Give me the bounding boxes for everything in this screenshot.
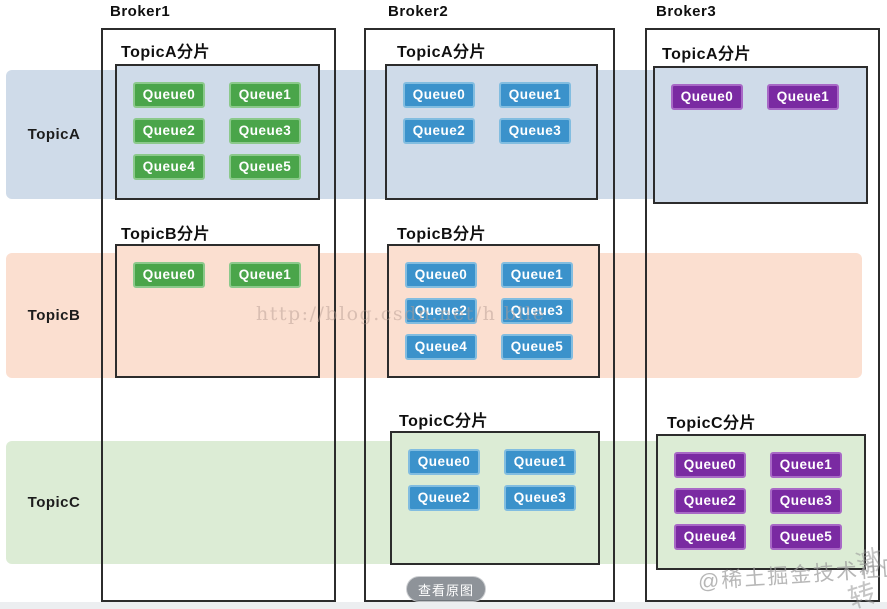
queue-chip: Queue3 (770, 488, 842, 514)
topic-c-band-label: TopicC (27, 494, 81, 511)
queue-chip: Queue5 (501, 334, 573, 360)
queue-chip: Queue1 (504, 449, 576, 475)
view-original-button[interactable]: 查看原图 (406, 576, 486, 602)
csdn-url-watermark: http://blog.csdn.net/h blle (256, 303, 546, 325)
queue-chip: Queue5 (229, 154, 301, 180)
broker1-box (101, 28, 336, 602)
broker2-topic-c-shard-title: TopicC分片 (399, 413, 489, 430)
queue-chip: Queue2 (133, 118, 205, 144)
queue-chip: Queue3 (499, 118, 571, 144)
broker2-topic-b-shard-title: TopicB分片 (397, 226, 487, 243)
queue-chip: Queue2 (674, 488, 746, 514)
broker1-topic-b-shard-box: Queue0 Queue1 (115, 244, 320, 378)
topic-a-band-label: TopicA (27, 126, 81, 143)
queue-chip: Queue2 (408, 485, 480, 511)
queue-chip: Queue0 (403, 82, 475, 108)
broker2-title: Broker2 (388, 3, 449, 20)
queue-chip: Queue4 (674, 524, 746, 550)
broker1-topic-b-shard-title: TopicB分片 (121, 226, 211, 243)
queue-chip: Queue0 (671, 84, 743, 110)
queue-chip: Queue4 (405, 334, 477, 360)
queue-chip: Queue0 (408, 449, 480, 475)
broker1-title: Broker1 (110, 3, 171, 20)
queue-chip: Queue5 (770, 524, 842, 550)
queue-chip: Queue1 (229, 82, 301, 108)
queue-chip: Queue2 (403, 118, 475, 144)
queue-chip: Queue1 (770, 452, 842, 478)
broker3-title: Broker3 (656, 3, 717, 20)
queue-chip: Queue0 (405, 262, 477, 288)
queue-chip: Queue3 (504, 485, 576, 511)
queue-chip: Queue1 (499, 82, 571, 108)
broker2-box (364, 28, 615, 602)
broker2-topic-b-shard-box: Queue0 Queue1 Queue2 Queue3 Queue4 Queue… (387, 244, 600, 378)
broker2-topic-c-shard-box: Queue0 Queue1 Queue2 Queue3 (390, 431, 600, 565)
queue-chip: Queue3 (229, 118, 301, 144)
queue-chip: Queue1 (501, 262, 573, 288)
queue-chip: Queue3 (501, 298, 573, 324)
topic-b-band-label: TopicB (27, 307, 81, 324)
broker3-topic-c-shard-box: Queue0 Queue1 Queue2 Queue3 Queue4 Queue… (656, 434, 866, 570)
queue-chip: Queue0 (674, 452, 746, 478)
broker3-topic-a-shard-box: Queue0 Queue1 (653, 66, 868, 204)
broker2-topic-a-shard-box: Queue0 Queue1 Queue2 Queue3 (385, 64, 598, 200)
bottom-strip (0, 602, 887, 609)
broker3-box (645, 28, 880, 602)
broker3-topic-c-shard-title: TopicC分片 (667, 415, 757, 432)
broker2-topic-a-shard-title: TopicA分片 (397, 44, 487, 61)
broker1-topic-a-shard-box: Queue0 Queue1 Queue2 Queue3 Queue4 Queue… (115, 64, 320, 200)
broker1-topic-a-shard-title: TopicA分片 (121, 44, 211, 61)
queue-chip: Queue1 (229, 262, 301, 288)
queue-chip: Queue4 (133, 154, 205, 180)
queue-chip: Queue0 (133, 262, 205, 288)
queue-chip: Queue1 (767, 84, 839, 110)
queue-chip: Queue0 (133, 82, 205, 108)
queue-chip: Queue2 (405, 298, 477, 324)
broker3-topic-a-shard-title: TopicA分片 (662, 46, 752, 63)
